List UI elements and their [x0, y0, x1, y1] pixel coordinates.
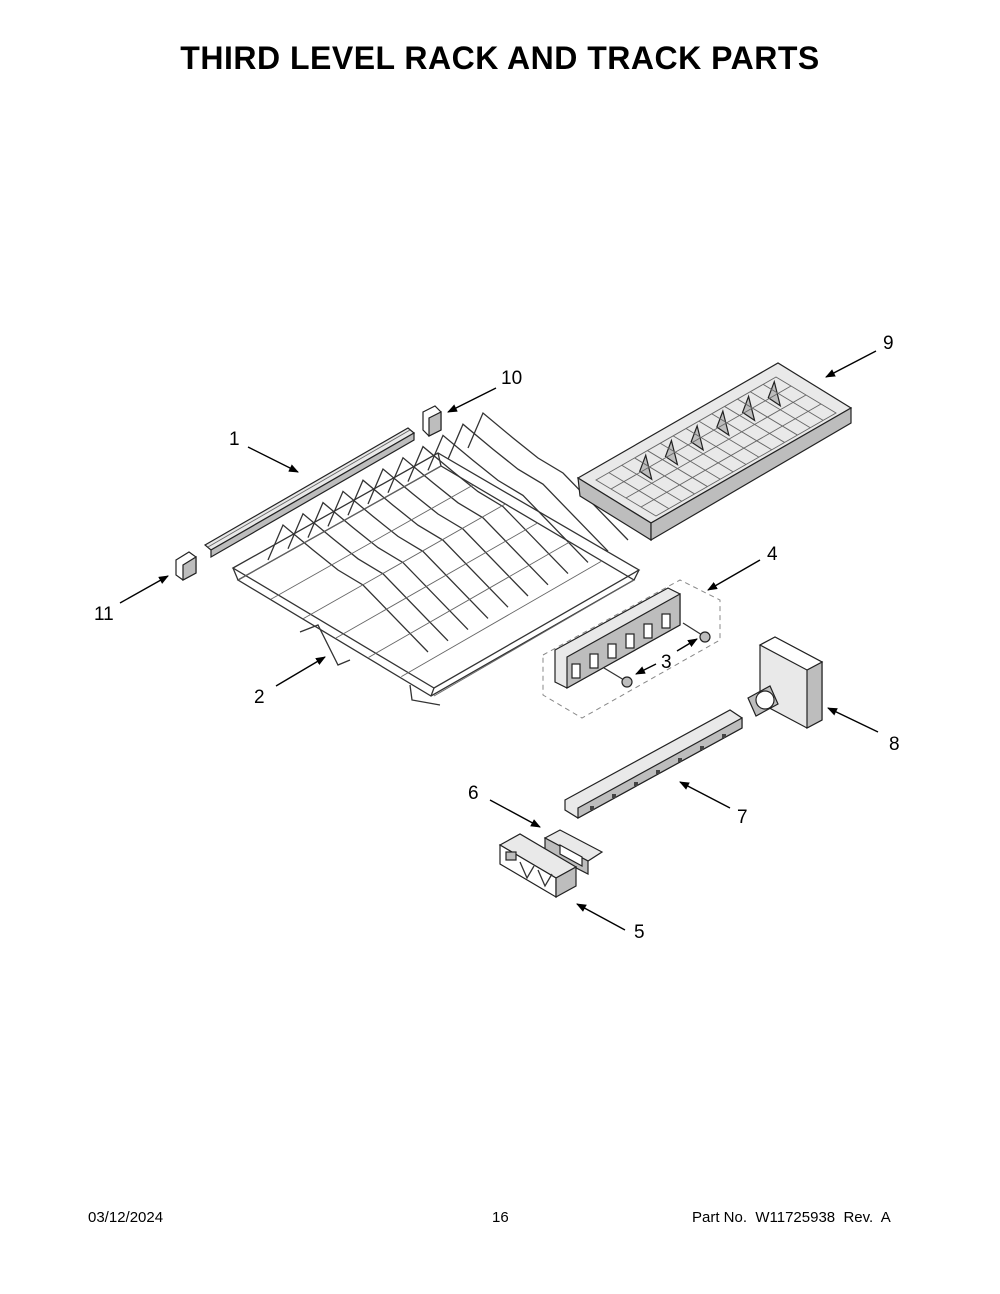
- callout-5: 5: [634, 922, 645, 943]
- callout-6: 6: [468, 783, 479, 804]
- callout-10: 10: [501, 368, 522, 389]
- part-connector: [543, 829, 604, 875]
- part-rail-clip: [422, 405, 442, 437]
- part-housing: [747, 636, 824, 729]
- callout-labels: 1 2 3 4 5 6 7 8 9 10 11: [94, 333, 900, 943]
- callout-3: 3: [661, 652, 672, 673]
- part-end-bracket: [498, 833, 578, 899]
- part-track-rail: [203, 427, 416, 559]
- callout-8: 8: [889, 734, 900, 755]
- part-track-bracket: [542, 579, 721, 719]
- callout-2: 2: [254, 687, 265, 708]
- part-end-cap: [175, 551, 197, 582]
- part-screws: [603, 622, 711, 688]
- part-wire-rack: [231, 411, 641, 706]
- callout-7: 7: [737, 807, 748, 828]
- footer-part-number: Part No. W11725938 Rev. A: [692, 1209, 891, 1226]
- callout-9: 9: [883, 333, 894, 354]
- callout-11: 11: [94, 604, 114, 625]
- leader-lines: [119, 350, 879, 931]
- page-title: THIRD LEVEL RACK AND TRACK PARTS: [180, 40, 820, 76]
- footer-date: 03/12/2024: [88, 1209, 164, 1226]
- callout-4: 4: [767, 544, 778, 565]
- callout-1: 1: [229, 429, 240, 450]
- part-manifold-tube: [564, 709, 743, 820]
- part-third-level-basket: [576, 362, 853, 542]
- footer-page-number: 16: [492, 1209, 509, 1226]
